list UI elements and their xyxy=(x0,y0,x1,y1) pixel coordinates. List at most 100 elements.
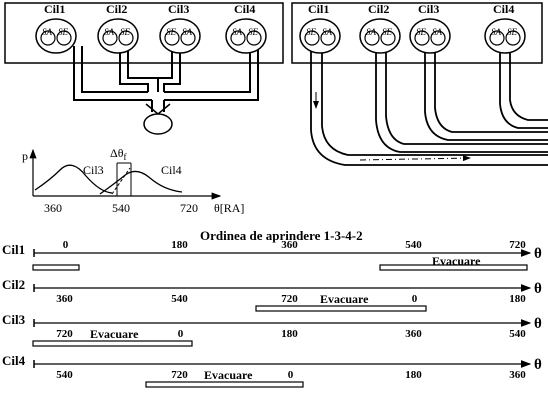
overlap-dashed xyxy=(111,167,131,195)
row-1-exhaust-bar-1 xyxy=(32,264,80,271)
left-cylinder-4: SA SE Cil4 xyxy=(225,2,267,54)
curve-label-cil4: Cil4 xyxy=(161,163,182,177)
row-4-tick-3: 0 xyxy=(288,369,294,381)
delta-theta-sub: f xyxy=(123,152,126,162)
right-cylinder-3-valve-label-1: SE xyxy=(416,27,427,37)
left-cylinder-2-valve-1 xyxy=(102,30,118,46)
row-1-tick-3: 360 xyxy=(281,239,298,251)
left-cylinder-3-valve-2 xyxy=(180,30,196,46)
row-4-tick-5: 360 xyxy=(509,369,526,381)
right-cylinder-1-label: Cil1 xyxy=(308,2,329,16)
row-1-evac-label: Evacuare xyxy=(432,254,481,268)
row-3-evac-label: Evacuare xyxy=(90,327,139,341)
left-cylinder-2-label: Cil2 xyxy=(106,2,127,16)
left-cylinder-3-valve-1 xyxy=(164,30,180,46)
left-cylinder-2: SA SE Cil2 xyxy=(97,2,139,54)
right-cylinder-2-valve-label-2: SE xyxy=(382,27,393,37)
left-cylinder-1-valve-1 xyxy=(40,30,56,46)
row-axis-symbol-3: θ xyxy=(534,316,542,332)
row-4-evac-label: Evacuare xyxy=(204,368,253,382)
left-cylinder-4-label: Cil4 xyxy=(234,2,255,16)
left-cylinder-4-valve-1 xyxy=(230,30,246,46)
row-4-tick-4: 180 xyxy=(405,369,422,381)
right-cylinder-3-valve-label-2: SA xyxy=(432,27,443,37)
right-cylinder-4: SA SE Cil4 xyxy=(484,2,526,54)
right-cylinder-2-valve-label-1: SA xyxy=(366,27,377,37)
left-cylinder-2-valve-2 xyxy=(118,30,134,46)
delta-theta-main: Δθ xyxy=(110,146,124,160)
row-1-tick-5: 720 xyxy=(509,239,526,251)
curve-cil3 xyxy=(34,164,113,194)
right-cylinder-4-valve-label-2: SE xyxy=(507,27,518,37)
right-cylinder-4-label: Cil4 xyxy=(493,2,514,16)
row-1-exhaust-bar-2 xyxy=(379,264,528,271)
pressure-tick-720: 720 xyxy=(180,201,198,215)
right-cylinder-4-valve-label-1: SA xyxy=(491,27,502,37)
left-cylinder-4-valve-2 xyxy=(246,30,262,46)
flow-arrow-right xyxy=(359,155,471,162)
right-cylinder-2-valve-2 xyxy=(380,30,396,46)
left-cylinder-1-valve-label-1: SA xyxy=(42,27,53,37)
row-1-tick-1: 0 xyxy=(63,239,69,251)
left-cylinder-1-valve-2 xyxy=(56,30,72,46)
right-cylinder-2-valve-1 xyxy=(364,30,380,46)
left-cylinder-2-valve-label-1: SA xyxy=(104,27,115,37)
right-cylinder-2: SA SE Cil2 xyxy=(359,2,401,54)
row-4-tick-2: 720 xyxy=(171,369,188,381)
right-cylinder-3-valve-1 xyxy=(414,30,430,46)
row-axis-symbol-2: θ xyxy=(534,281,542,297)
row-3-exhaust-bar-1 xyxy=(32,340,193,347)
row-axis-symbol-1: θ xyxy=(534,246,542,262)
left-cylinder-3-valve-label-2: SA xyxy=(182,27,193,37)
row-4-tick-1: 540 xyxy=(56,369,73,381)
muffler-left xyxy=(143,113,173,135)
row-2-tick-4: 0 xyxy=(412,293,418,305)
pressure-x-label: θ[RA] xyxy=(214,201,244,215)
right-cylinder-1-valve-label-1: SE xyxy=(306,27,317,37)
row-1-tick-2: 180 xyxy=(171,239,188,251)
left-cylinder-2-valve-label-2: SE xyxy=(120,27,131,37)
right-cylinder-4-valve-1 xyxy=(489,30,505,46)
right-cylinder-1-valve-label-2: SA xyxy=(322,27,333,37)
row-3-tick-4: 360 xyxy=(405,328,422,340)
curve-cil4 xyxy=(99,170,183,195)
right-cylinder-1-valve-2 xyxy=(320,30,336,46)
timeline-row-cil4: Cil4 θ 540 720 0 180 360 Evacuare xyxy=(2,353,542,388)
merge-arrow xyxy=(145,103,171,115)
firing-order-title: Ordinea de aprindere 1-3-4-2 xyxy=(200,228,363,243)
row-2-tick-1: 360 xyxy=(56,293,73,305)
row-3-tick-3: 180 xyxy=(281,328,298,340)
row-label-2: Cil2 xyxy=(2,277,25,292)
left-cylinder-4-valve-label-1: SA xyxy=(232,27,243,37)
pressure-tick-360: 360 xyxy=(44,201,62,215)
row-2-tick-5: 180 xyxy=(509,293,526,305)
pressure-tick-540: 540 xyxy=(112,201,130,215)
left-cylinder-4-valve-label-2: SE xyxy=(248,27,259,37)
row-label-4: Cil4 xyxy=(2,353,26,368)
row-3-tick-5: 540 xyxy=(509,328,526,340)
row-axis-symbol-4: θ xyxy=(534,357,542,373)
pressure-y-label: p xyxy=(22,149,28,163)
left-cylinder-3-valve-label-1: SE xyxy=(166,27,177,37)
row-2-tick-3: 720 xyxy=(281,293,298,305)
right-cylinder-2-label: Cil2 xyxy=(368,2,389,16)
right-cylinder-1: SE SA Cil1 xyxy=(299,2,341,54)
right-cylinder-1-valve-1 xyxy=(304,30,320,46)
delta-theta-label: Δθf xyxy=(110,146,126,162)
row-4-exhaust-bar-1 xyxy=(145,381,304,388)
right-cylinder-3-valve-2 xyxy=(430,30,446,46)
row-2-tick-2: 540 xyxy=(171,293,188,305)
left-cylinder-1-valve-label-2: SE xyxy=(58,27,69,37)
row-2-exhaust-bar-1 xyxy=(255,305,427,312)
row-label-3: Cil3 xyxy=(2,312,26,327)
engine-right-pipes xyxy=(310,38,548,166)
right-cylinder-4-valve-2 xyxy=(505,30,521,46)
